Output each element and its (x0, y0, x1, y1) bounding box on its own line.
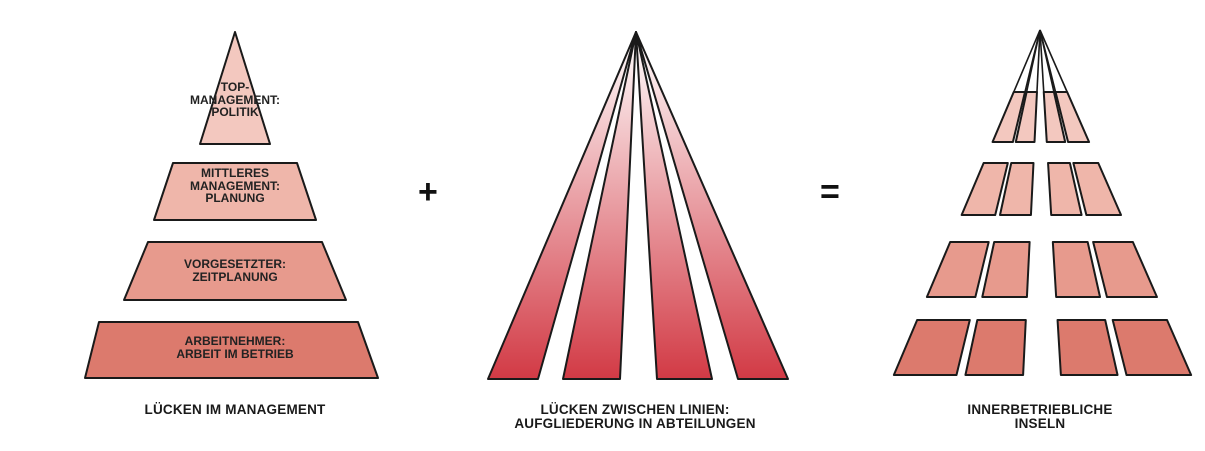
island-row1-col2 (1014, 91, 1038, 143)
islands-apex-ray (1039, 29, 1045, 93)
island-row2-col2 (999, 162, 1035, 216)
islands-apex-ray (1039, 29, 1057, 93)
island-row4-col1 (892, 319, 971, 376)
lines-caption: LÜCKEN ZWISCHEN LINIEN:AUFGLIEDERUNG IN … (514, 402, 756, 431)
department-line-2 (562, 31, 637, 380)
islands-apex-lines (1012, 29, 1068, 93)
pyramid-tier-label-top-management: TOP-MANAGEMENT:POLITIK (190, 80, 280, 119)
island-row3-col1 (925, 241, 990, 298)
pyramid-caption: LÜCKEN IM MANAGEMENT (144, 402, 326, 417)
department-line-1 (487, 31, 637, 380)
island-row4-col4 (1111, 319, 1193, 376)
island-row2-col4 (1072, 162, 1123, 216)
island-row1-col4 (1054, 91, 1091, 143)
pyramid-tier-middle-management (153, 162, 317, 221)
island-row3-col3 (1051, 241, 1102, 298)
department-line-4 (635, 31, 789, 380)
islands-apex-ray (1025, 29, 1041, 93)
island-row1-col3 (1042, 91, 1067, 143)
equals-operator: = (820, 173, 840, 211)
pyramid-tier-top-management (199, 31, 271, 145)
island-row2-col3 (1047, 162, 1083, 216)
inner-islands-grid (892, 29, 1193, 376)
management-pyramid (84, 31, 379, 379)
islands-apex-ray (1036, 29, 1041, 93)
pyramid-tier-employee (84, 321, 379, 379)
department-line-3 (635, 31, 713, 380)
department-lines-fan (487, 31, 789, 380)
plus-operator: + (418, 173, 438, 211)
pyramid-tier-label-employee: ARBEITNEHMER:ARBEIT IM BETRIEB (176, 334, 294, 361)
island-row4-col2 (964, 319, 1027, 376)
island-row3-col2 (981, 241, 1031, 298)
pyramid-tier-label-supervisor: VORGESETZTER:ZEITPLANUNG (183, 257, 286, 284)
island-row1-col1 (991, 91, 1026, 143)
islands-apex-ray (1039, 29, 1068, 93)
island-row2-col1 (960, 162, 1009, 216)
pyramid-tier-supervisor (123, 241, 347, 301)
island-row4-col3 (1056, 319, 1119, 376)
island-row3-col4 (1092, 241, 1158, 298)
islands-apex-ray (1012, 29, 1041, 93)
